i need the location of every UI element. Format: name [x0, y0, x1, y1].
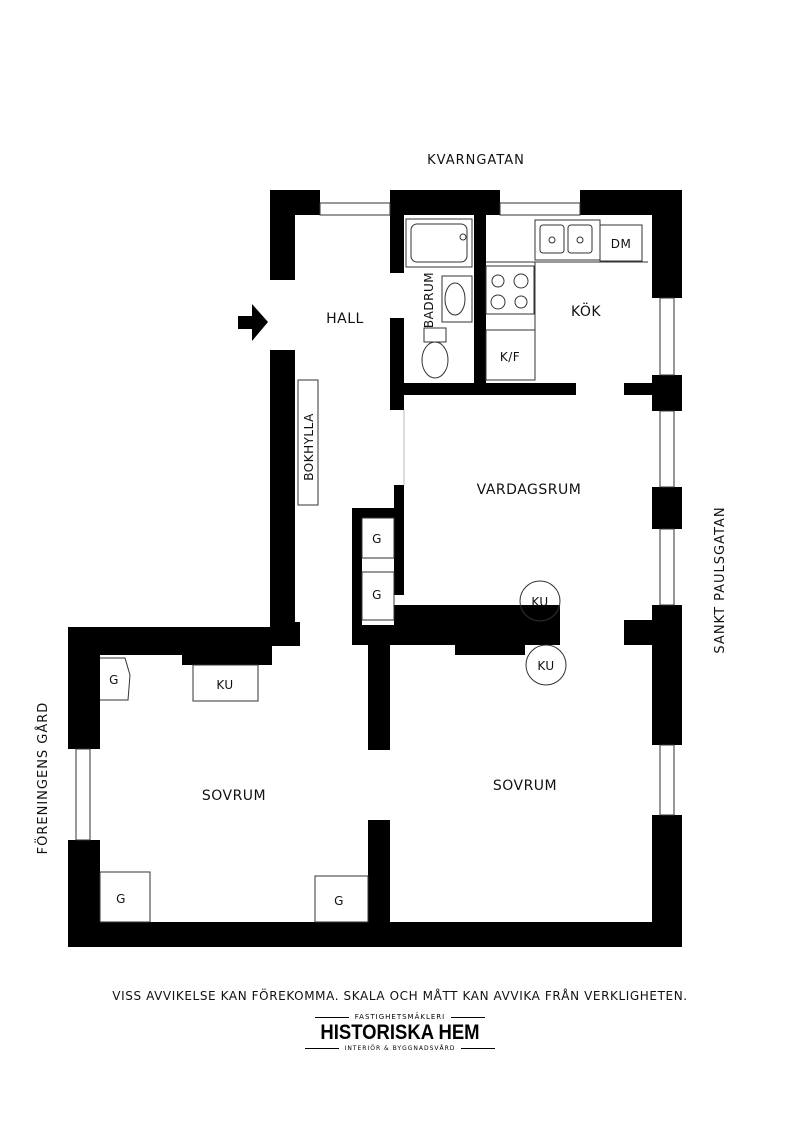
closet-g-3 [99, 871, 151, 923]
room-kok-label: KÖK [571, 302, 601, 320]
logo-rule-right-bottom [461, 1048, 496, 1049]
windows [75, 202, 675, 841]
closet-g-2 [361, 571, 395, 621]
room-hall-label: HALL [326, 311, 364, 327]
logo-rule-right [451, 1016, 486, 1018]
entry-arrow-icon [238, 304, 268, 341]
kitchen-sink-icon [534, 219, 601, 261]
closet-g-4 [314, 875, 369, 923]
toilet-icon [421, 327, 449, 379]
tiled-stove-1-label: KU [531, 595, 548, 609]
disclaimer-text: VISS AVVIKELSE KAN FÖREKOMMA. SKALA OCH … [112, 989, 688, 1003]
logo-rule-left-bottom [304, 1048, 339, 1049]
logo-rule-left [314, 1016, 349, 1018]
closet-g-1-label: G [372, 532, 382, 546]
room-sovrum-left-label: SOVRUM [202, 788, 266, 804]
floor-plan: KVARNGATAN SANKT PAULSGATAN FÖRENINGENS … [34, 153, 728, 947]
tiled-stove-3-label: KU [216, 678, 233, 692]
closet-g-2-label: G [372, 588, 382, 602]
room-vardagsrum-label: VARDAGSRUM [477, 482, 582, 498]
company-logo: FASTIGHETSMÄKLERI HISTORISKA HEM INTERIÖ… [300, 1013, 500, 1052]
dishwasher-box [599, 224, 643, 262]
logo-main-text: HISTORISKA HEM [320, 1021, 480, 1044]
bathroom-sink-icon [441, 275, 473, 323]
tiled-stove-2-label: KU [537, 659, 554, 673]
logo-bottom-row: INTERIÖR & BYGGNADSVÅRD [300, 1045, 500, 1052]
street-right-label: SANKT PAULSGATAN [713, 506, 728, 653]
closet-g-4-label: G [334, 894, 344, 908]
closet-corner-1 [100, 657, 131, 701]
closet-g-1 [361, 517, 395, 559]
closet-g-3-label: G [116, 892, 126, 906]
room-dm-label: DM [611, 237, 632, 251]
room-sovrum-right-label: SOVRUM [493, 778, 557, 794]
bookshelf-label: BOKHYLLA [302, 413, 316, 481]
bathtub-icon [405, 218, 473, 268]
logo-top-text: FASTIGHETSMÄKLERI [354, 1013, 446, 1021]
room-kf-label: K/F [500, 350, 520, 364]
tiled-stove-3 [192, 664, 259, 702]
logo-bottom-text: INTERIÖR & BYGGNADSVÅRD [344, 1045, 456, 1052]
street-left-label: FÖRENINGENS GÅRD [34, 702, 51, 855]
tiled-stove-2 [525, 644, 567, 686]
room-badrum-label: BADRUM [422, 272, 436, 328]
fridge-box [485, 329, 536, 381]
tiled-stove-1 [519, 580, 561, 622]
bookshelf [297, 379, 319, 506]
street-top-label: KVARNGATAN [427, 153, 525, 168]
logo-top-row: FASTIGHETSMÄKLERI [300, 1013, 500, 1021]
stove-icon [485, 265, 535, 315]
closet-corner-1-label: G [109, 673, 119, 687]
walls [68, 190, 682, 947]
